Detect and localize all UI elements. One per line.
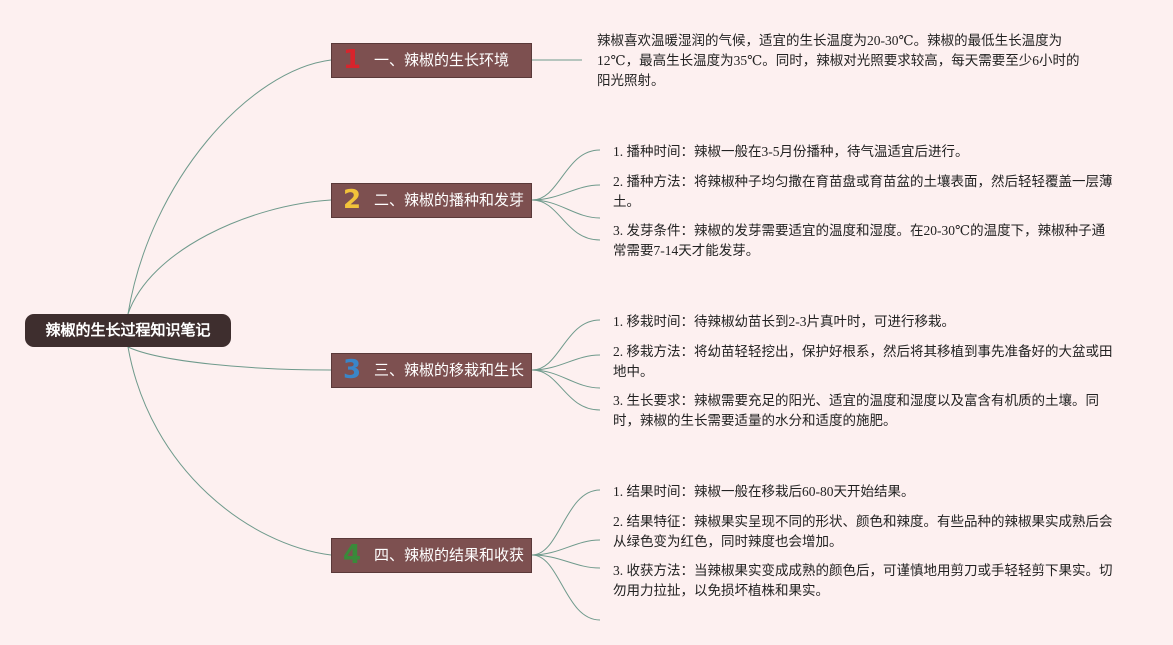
branch-label: 三、辣椒的移栽和生长 [374,361,525,379]
branch-label: 四、辣椒的结果和收获 [374,546,525,564]
branch-4-item-1[interactable]: 1. 结果时间：辣椒一般在移栽后60-80天开始结果。 [613,484,915,499]
branch-node-4[interactable]: 4 四、辣椒的结果和收获 [331,538,532,573]
branch-3-item-2[interactable]: 2. 移栽方法：将幼苗轻轻挖出，保护好根系，然后将其移植到事先准备好的大盆或田地… [613,344,1113,379]
number-2-icon: 2 [342,185,362,215]
branch-3-item-1[interactable]: 1. 移栽时间：待辣椒幼苗长到2-3片真叶时，可进行移栽。 [613,314,955,329]
branch-3-link-top [531,319,601,371]
branch-3-item-3[interactable]: 3. 生长要求：辣椒需要充足的阳光、适宜的温度和湿度以及富含有机质的土壤。同时，… [613,393,1099,428]
branch-node-1[interactable]: 1 一、辣椒的生长环境 [331,43,532,78]
root-link-4 [127,346,332,556]
branch-4-item-2[interactable]: 2. 结果特征：辣椒果实呈现不同的形状、颜色和辣度。有些品种的辣椒果实成熟后会从… [613,514,1113,549]
root-node[interactable]: 辣椒的生长过程知识笔记 [25,314,231,347]
branch-node-3[interactable]: 3 三、辣椒的移栽和生长 [331,353,532,388]
branch-4-link-bot [531,554,601,621]
branch-2-item-3[interactable]: 3. 发芽条件：辣椒的发芽需要适宜的温度和湿度。在20-30℃的温度下，辣椒种子… [613,223,1106,258]
branch-2-link-mid [531,184,601,201]
number-4-icon: 4 [342,540,362,570]
branch-1-note[interactable]: 辣椒喜欢温暖湿润的气候，适宜的生长温度为20-30℃。辣椒的最低生长温度为12℃… [597,33,1080,88]
branch-4-link-top [531,489,601,556]
branch-2-link-low [531,199,601,219]
branch-4-link-low [531,554,601,569]
root-link-1 [127,59,332,315]
branch-label: 二、辣椒的播种和发芽 [374,191,525,209]
root-link-2 [127,199,332,315]
branch-2-item-2[interactable]: 2. 播种方法：将辣椒种子均匀撒在育苗盘或育苗盆的土壤表面，然后轻轻覆盖一层薄土… [613,174,1113,209]
number-3-icon: 3 [342,355,362,385]
root-link-3 [127,346,332,371]
branch-node-2[interactable]: 2 二、辣椒的播种和发芽 [331,183,532,218]
branch-4-item-3[interactable]: 3. 收获方法：当辣椒果实变成成熟的颜色后，可谨慎地用剪刀或手轻轻剪下果实。切勿… [613,563,1113,598]
branch-2-link-bot [531,199,601,241]
number-1-icon: 1 [342,45,362,75]
branch-label: 一、辣椒的生长环境 [374,51,510,69]
branch-3-link-mid [531,354,601,371]
branch-3-link-low [531,369,601,389]
branch-4-link-mid [531,539,601,556]
branch-3-link-bot [531,369,601,411]
branch-2-item-1[interactable]: 1. 播种时间：辣椒一般在3-5月份播种，待气温适宜后进行。 [613,144,969,159]
branch-2-link-top [531,149,601,201]
